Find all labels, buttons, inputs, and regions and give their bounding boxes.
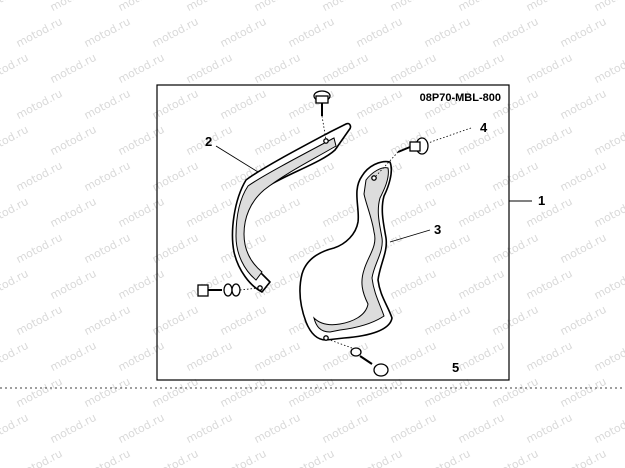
bolt-with-washer-icon[interactable] — [197, 283, 241, 297]
callout-1: 1 — [538, 193, 545, 208]
bolt-icon[interactable] — [313, 90, 331, 116]
diagram-frame — [156, 84, 510, 381]
callout-4: 4 — [480, 120, 488, 135]
callout-5: 5 — [452, 360, 459, 375]
part-code-label: 08P70-MBL-800 — [420, 92, 501, 104]
callout-3: 3 — [434, 222, 441, 237]
bolt-icon[interactable] — [397, 137, 429, 155]
bolt-with-washer-icon[interactable] — [350, 347, 389, 377]
part-2-bracket-icon[interactable] — [231, 122, 352, 293]
part-3-side-cover-icon[interactable] — [299, 160, 393, 341]
callout-2: 2 — [205, 134, 212, 149]
